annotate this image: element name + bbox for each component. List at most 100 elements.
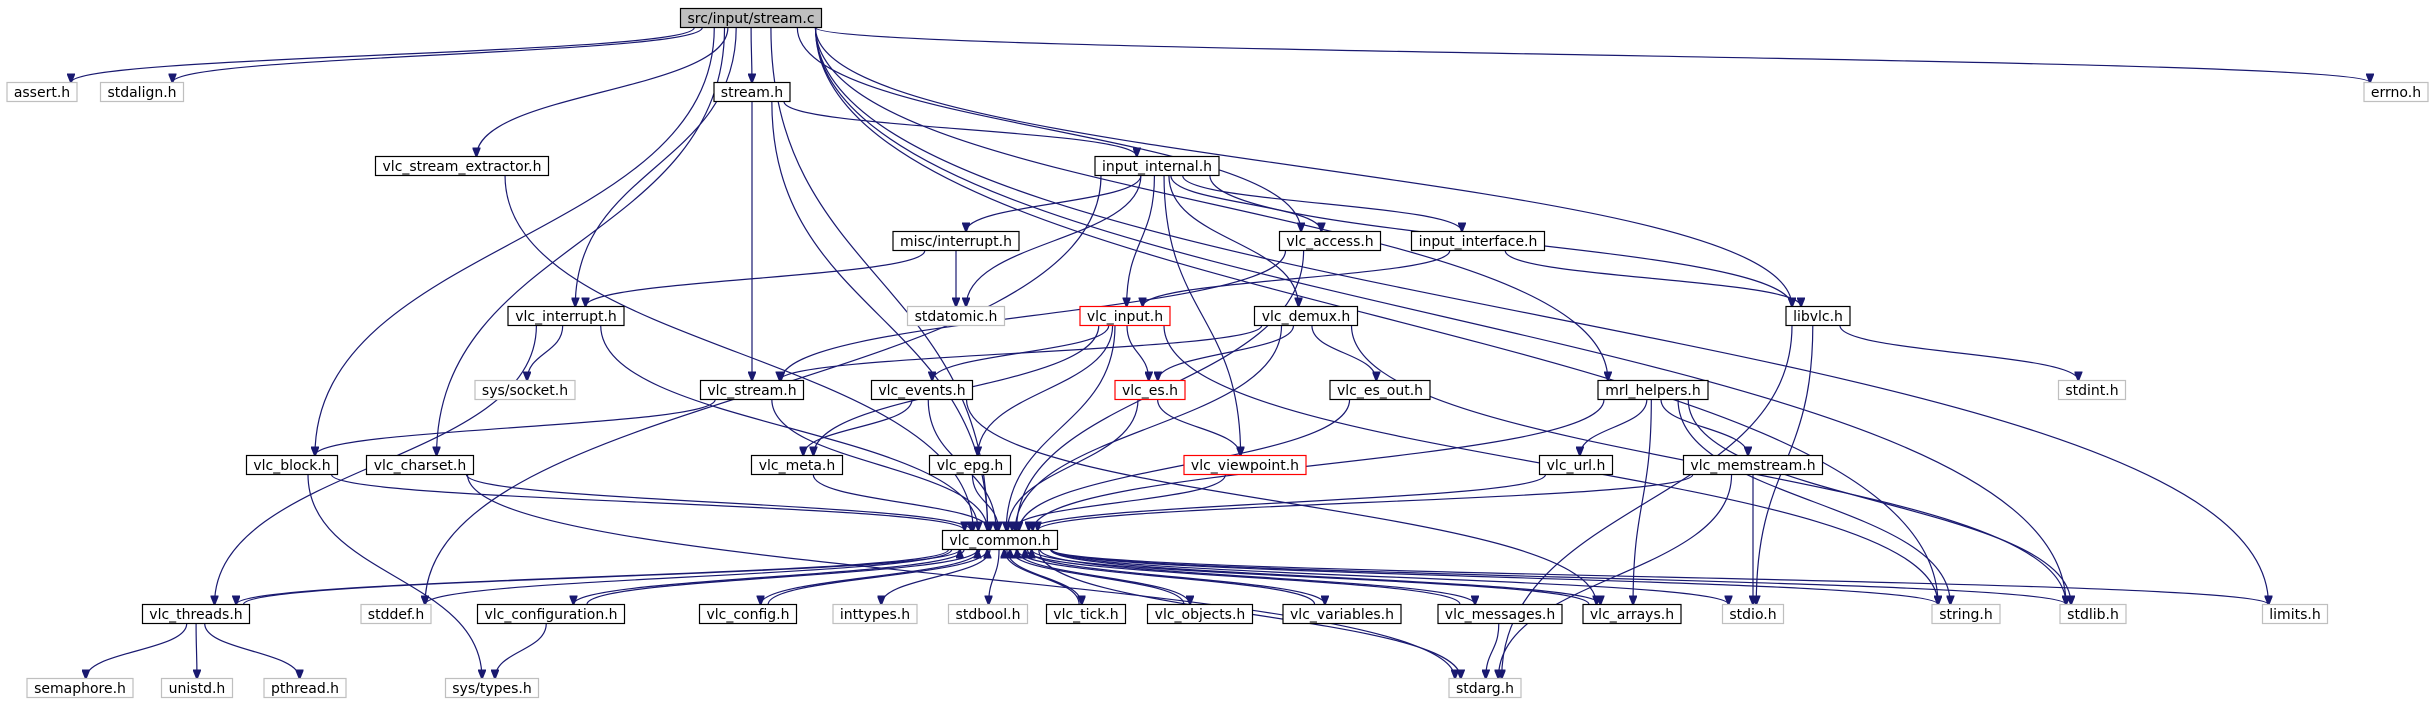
node-vlc-tick[interactable]: vlc_tick.h: [1045, 603, 1127, 625]
node-vlc-es-out[interactable]: vlc_es_out.h: [1329, 379, 1431, 401]
node-sys-types[interactable]: sys/types.h: [444, 677, 540, 699]
edge-input-internal-to-vlc-input: [1127, 175, 1156, 307]
node-stream-h[interactable]: stream.h: [713, 81, 791, 103]
edge-vlc-threads-to-unistd: [196, 623, 197, 679]
edge-vlc-events-to-vlc-meta: [803, 399, 913, 456]
node-box-vlc-messages: [1437, 603, 1563, 625]
node-stddef[interactable]: stddef.h: [360, 603, 432, 625]
node-label-vlc-demux: vlc_demux.h: [1262, 309, 1351, 325]
node-pthread[interactable]: pthread.h: [263, 677, 347, 699]
node-inttypes[interactable]: inttypes.h: [832, 603, 918, 625]
node-vlc-threads[interactable]: vlc_threads.h: [141, 603, 251, 625]
node-label-vlc-interrupt: vlc_interrupt.h: [515, 309, 617, 325]
edge-stream-h-to-input-internal: [783, 101, 1137, 157]
edge-vlc-block-to-sys-types: [307, 474, 482, 679]
node-assert[interactable]: assert.h: [6, 81, 78, 103]
node-label-vlc-config: vlc_config.h: [706, 607, 789, 623]
node-box-misc-interrupt: [892, 230, 1020, 252]
node-stdint[interactable]: stdint.h: [2057, 379, 2127, 401]
node-vlc-demux[interactable]: vlc_demux.h: [1253, 305, 1359, 327]
node-stdarg[interactable]: stdarg.h: [1448, 677, 1522, 699]
edge-input-internal-to-vlc-access: [1170, 175, 1322, 232]
node-vlc-arrays[interactable]: vlc_arrays.h: [1582, 603, 1682, 625]
node-box-vlc-access: [1278, 230, 1382, 252]
edge-root-to-stream-h: [751, 27, 752, 83]
node-label-vlc-common: vlc_common.h: [949, 533, 1050, 549]
edge-vlc-common-to-stdio: [1050, 548, 1729, 605]
node-label-input-internal: input_internal.h: [1102, 159, 1212, 175]
edge-root-to-vlc-common: [770, 27, 988, 531]
node-vlc-variables[interactable]: vlc_variables.h: [1282, 603, 1402, 625]
node-box-stdatomic: [906, 305, 1006, 327]
node-label-vlc-es-out: vlc_es_out.h: [1337, 383, 1423, 399]
node-vlc-common[interactable]: vlc_common.h: [941, 529, 1059, 551]
node-unistd[interactable]: unistd.h: [160, 677, 234, 699]
edge-vlc-url-to-vlc-common: [1029, 473, 1547, 531]
node-label-mrl-helpers: mrl_helpers.h: [1605, 383, 1701, 399]
node-vlc-input[interactable]: vlc_input.h: [1079, 305, 1171, 327]
node-misc-interrupt[interactable]: misc/interrupt.h: [892, 230, 1020, 252]
node-vlc-messages[interactable]: vlc_messages.h: [1437, 603, 1563, 625]
node-box-vlc-charset: [365, 454, 475, 476]
node-vlc-events[interactable]: vlc_events.h: [870, 379, 974, 401]
node-box-vlc-arrays: [1582, 603, 1682, 625]
edge-libvlc-to-stdarg: [1502, 325, 1793, 679]
node-label-limits: limits.h: [2269, 607, 2320, 623]
edge-root-to-vlc-charset: [437, 27, 726, 456]
node-string[interactable]: string.h: [1931, 603, 2001, 625]
node-label-vlc-viewpoint: vlc_viewpoint.h: [1191, 458, 1299, 474]
edge-input-internal-to-misc-interrupt: [966, 175, 1142, 232]
node-vlc-charset[interactable]: vlc_charset.h: [365, 454, 475, 476]
edge-vlc-es-to-vlc-common: [1008, 399, 1139, 531]
node-vlc-meta[interactable]: vlc_meta.h: [750, 454, 844, 476]
edge-root-to-limits: [814, 27, 2269, 605]
node-vlc-block[interactable]: vlc_block.h: [245, 454, 339, 476]
node-label-semaphore: semaphore.h: [34, 681, 126, 697]
node-sys-socket[interactable]: sys/socket.h: [474, 379, 576, 401]
node-box-input-internal: [1094, 155, 1220, 177]
node-vlc-stream-extractor[interactable]: vlc_stream_extractor.h: [374, 155, 550, 177]
node-vlc-access[interactable]: vlc_access.h: [1278, 230, 1382, 252]
node-box-vlc-config: [698, 603, 798, 625]
node-errno[interactable]: errno.h: [2363, 81, 2429, 103]
node-vlc-viewpoint[interactable]: vlc_viewpoint.h: [1183, 454, 1307, 476]
node-vlc-configuration[interactable]: vlc_configuration.h: [476, 603, 626, 625]
node-label-misc-interrupt: misc/interrupt.h: [900, 234, 1012, 250]
node-stdalign[interactable]: stdalign.h: [99, 81, 185, 103]
node-box-sys-types: [444, 677, 540, 699]
node-input-internal[interactable]: input_internal.h: [1094, 155, 1220, 177]
node-vlc-url[interactable]: vlc_url.h: [1538, 454, 1614, 476]
node-semaphore[interactable]: semaphore.h: [26, 677, 134, 699]
node-label-vlc-stream: vlc_stream.h: [707, 383, 796, 399]
node-vlc-config[interactable]: vlc_config.h: [698, 603, 798, 625]
node-stdatomic[interactable]: stdatomic.h: [906, 305, 1006, 327]
node-label-unistd: unistd.h: [169, 681, 226, 697]
node-input-interface[interactable]: input_interface.h: [1410, 230, 1546, 252]
node-stdio[interactable]: stdio.h: [1721, 603, 1785, 625]
node-mrl-helpers[interactable]: mrl_helpers.h: [1597, 379, 1709, 401]
node-label-sys-socket: sys/socket.h: [482, 383, 568, 399]
node-stdbool[interactable]: stdbool.h: [947, 603, 1029, 625]
edge-input-internal-to-stdatomic: [966, 175, 1142, 307]
edge-input-internal-to-input-interface: [1182, 175, 1462, 232]
edge-vlc-threads-to-vlc-common: [242, 550, 960, 606]
node-libvlc[interactable]: libvlc.h: [1785, 305, 1851, 327]
node-label-vlc-epg: vlc_epg.h: [937, 458, 1004, 474]
node-vlc-objects[interactable]: vlc_objects.h: [1146, 603, 1254, 625]
node-limits[interactable]: limits.h: [2261, 603, 2329, 625]
edge-root-to-string: [814, 27, 1939, 605]
node-box-vlc-events: [870, 379, 974, 401]
node-box-vlc-threads: [141, 603, 251, 625]
node-stdlib[interactable]: stdlib.h: [2059, 603, 2127, 625]
node-vlc-stream[interactable]: vlc_stream.h: [699, 379, 805, 401]
node-vlc-memstream[interactable]: vlc_memstream.h: [1682, 454, 1824, 476]
edge-vlc-objects-to-vlc-common: [1010, 550, 1185, 605]
node-vlc-epg[interactable]: vlc_epg.h: [928, 454, 1012, 476]
node-vlc-interrupt[interactable]: vlc_interrupt.h: [507, 305, 625, 327]
node-label-vlc-objects: vlc_objects.h: [1155, 607, 1246, 623]
node-root[interactable]: src/input/stream.c: [679, 7, 823, 29]
node-vlc-es[interactable]: vlc_es.h: [1114, 379, 1186, 401]
node-box-vlc-viewpoint: [1183, 454, 1307, 476]
node-label-input-interface: input_interface.h: [1419, 234, 1538, 250]
edge-root-to-vlc-block: [315, 27, 715, 456]
